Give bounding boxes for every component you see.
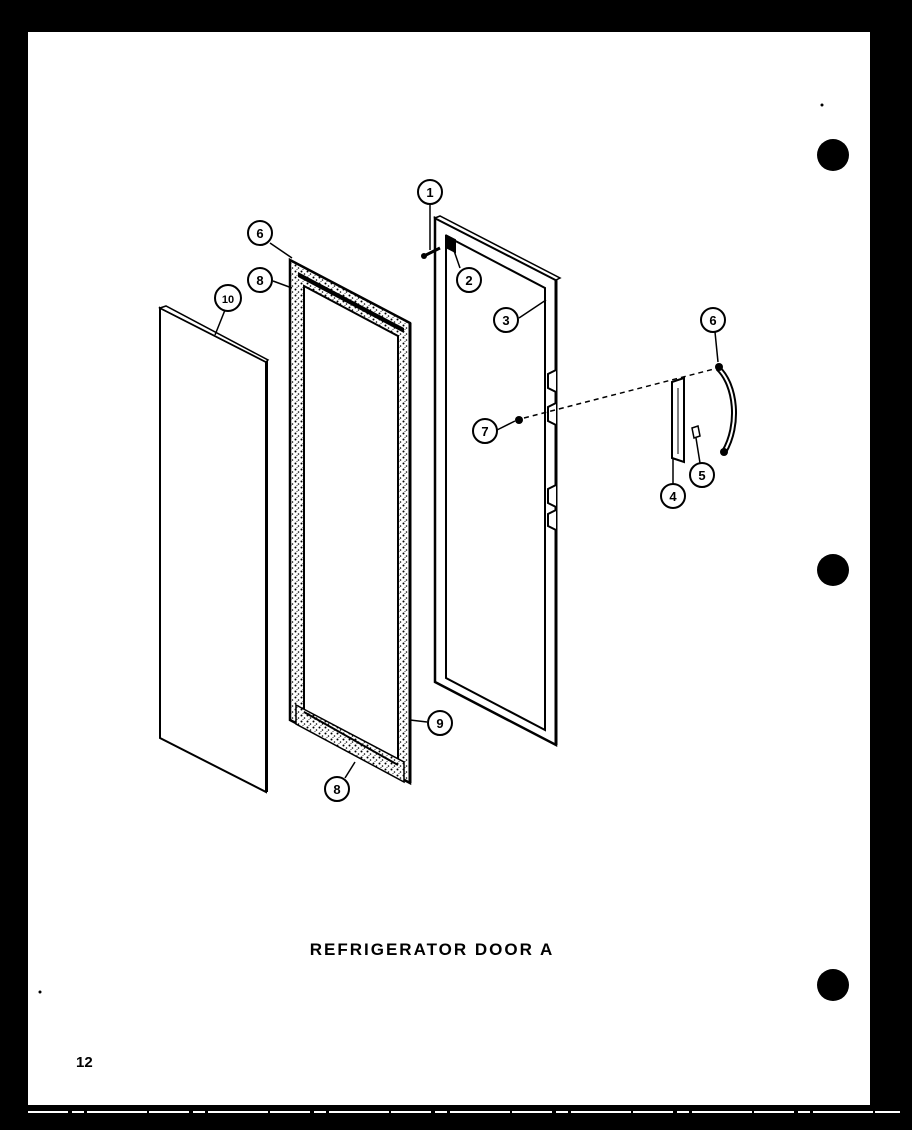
callout-3: 3 [493, 307, 519, 333]
callout-6-handle: 6 [700, 307, 726, 333]
svg-text:1: 1 [426, 185, 433, 200]
svg-text:6: 6 [709, 313, 716, 328]
callout-8-liner-top: 8 [247, 267, 273, 293]
screw-part [421, 246, 441, 259]
door-liner-with-gasket [288, 257, 412, 786]
binder-hole-middle [817, 554, 849, 586]
door-outer-panel [158, 305, 270, 794]
svg-text:8: 8 [256, 273, 263, 288]
door-handle [715, 363, 737, 456]
callout-6-gasket: 6 [247, 220, 273, 246]
binder-hole-bottom [817, 969, 849, 1001]
svg-text:7: 7 [481, 424, 488, 439]
binder-hole-top [817, 139, 849, 171]
callout-9: 9 [427, 710, 453, 736]
page-number: 12 [76, 1054, 93, 1071]
callout-4: 4 [660, 483, 686, 509]
callout-1: 1 [417, 179, 443, 205]
assembly-guide-line [523, 367, 719, 419]
clip-part [691, 425, 701, 439]
scan-speck [820, 103, 824, 107]
svg-text:4: 4 [669, 489, 677, 504]
diagram-caption: REFRIGERATOR DOOR A [310, 940, 555, 959]
handle-mount-plate [671, 376, 685, 464]
door-inner-frame [433, 215, 562, 748]
callout-7: 7 [472, 418, 498, 444]
callout-2: 2 [456, 267, 482, 293]
svg-text:9: 9 [436, 716, 443, 731]
svg-text:5: 5 [698, 468, 705, 483]
callout-8-liner-bottom: 8 [324, 776, 350, 802]
leader-lines [214, 204, 719, 779]
svg-text:6: 6 [256, 226, 263, 241]
svg-text:3: 3 [502, 313, 509, 328]
plug-part [515, 416, 523, 424]
scan-speck [38, 990, 42, 994]
callout-10: 10 [214, 284, 242, 312]
svg-text:2: 2 [465, 273, 472, 288]
svg-text:8: 8 [333, 782, 340, 797]
callout-5: 5 [689, 462, 715, 488]
svg-text:10: 10 [222, 294, 234, 306]
